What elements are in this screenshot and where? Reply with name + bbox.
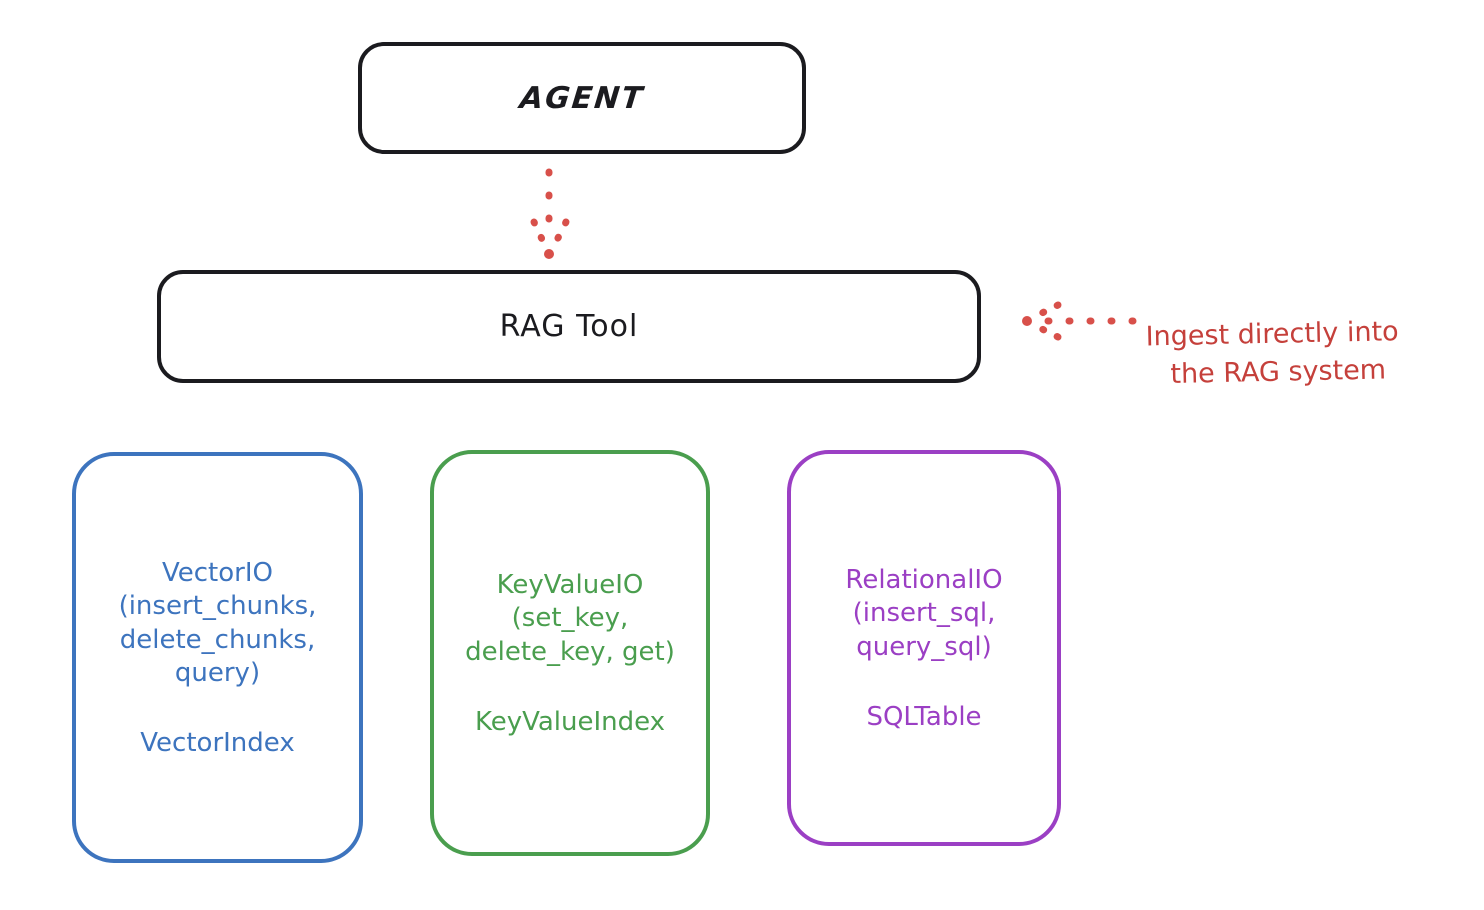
key-value-io-node[interactable]: KeyValueIO (set_key, delete_key, get) Ke… — [430, 450, 710, 856]
rag-tool-label: RAG Tool — [499, 309, 639, 344]
key-value-io-api-label: KeyValueIO (set_key, delete_key, get) — [465, 570, 675, 667]
vector-index-label: VectorIndex — [140, 728, 295, 759]
relational-io-node[interactable]: RelationalIO (insert_sql, query_sql) SQL… — [787, 450, 1061, 846]
rag-tool-node[interactable]: RAG Tool — [157, 270, 981, 383]
relational-io-api-label: RelationalIO (insert_sql, query_sql) — [845, 565, 1003, 662]
ingest-annotation: Ingest directly into the RAG system — [1144, 275, 1477, 431]
agent-label: AGENT — [518, 80, 646, 116]
agent-to-rag-tool-arrow — [530, 168, 570, 259]
key-value-index-label: KeyValueIndex — [474, 706, 666, 737]
sql-table-label: SQLTable — [866, 701, 982, 732]
ingest-annotation-line2: the RAG system — [1170, 353, 1387, 390]
vector-io-node[interactable]: VectorIO (insert_chunks, delete_chunks, … — [72, 452, 363, 863]
note-to-rag-tool-arrow — [1022, 301, 1137, 341]
agent-node[interactable]: AGENT — [358, 42, 806, 154]
vector-io-api-label: VectorIO (insert_chunks, delete_chunks, … — [118, 557, 317, 688]
ingest-annotation-line1: Ingest directly into — [1145, 316, 1399, 353]
